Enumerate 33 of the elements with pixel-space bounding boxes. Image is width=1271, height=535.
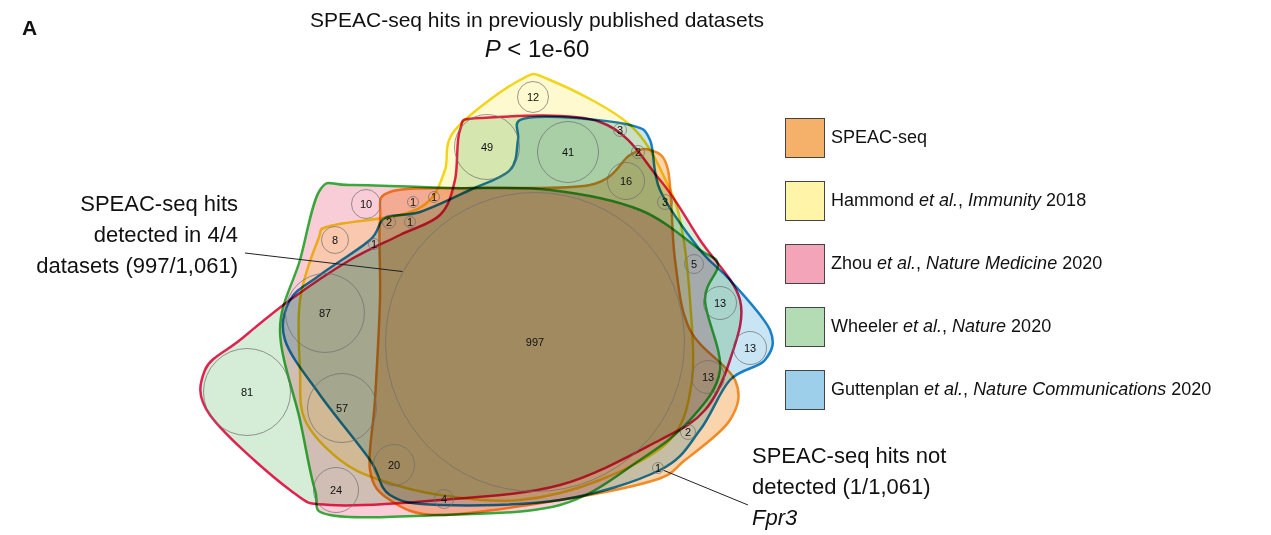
count-label: 13: [713, 297, 727, 309]
callout-text: SPEAC-seq hits detected in 4/4 datasets (997/1,061): [35, 190, 238, 280]
leader-line: [244, 252, 404, 273]
count-label: 2: [684, 426, 692, 438]
count-label: 12: [526, 91, 540, 103]
legend-label: Hammond et al., Immunity 2018: [831, 190, 1087, 211]
legend-label: SPEAC-seq: [831, 127, 928, 148]
p-value: P < 1e-60: [483, 35, 591, 63]
count-label: 5: [690, 258, 698, 270]
count-label: 10: [359, 198, 373, 210]
count-label: 16: [619, 175, 633, 187]
legend-label: Zhou et al., Nature Medicine 2020: [831, 253, 1103, 274]
count-label: 57: [335, 402, 349, 414]
leader-line: [663, 469, 749, 506]
count-label: 87: [318, 307, 332, 319]
count-label: 13: [743, 342, 757, 354]
count-label: 13: [701, 371, 715, 383]
gene-name: Fpr3: [752, 504, 799, 532]
count-label: 81: [240, 386, 254, 398]
panel-letter: A: [22, 16, 38, 40]
count-label: 2: [634, 146, 642, 158]
legend-label: Guttenplan et al., Nature Communications 2020: [831, 379, 1212, 400]
count-label: 8: [331, 234, 339, 246]
count-label: 2: [385, 216, 393, 228]
chart-title: SPEAC-seq hits in previously published datasets: [308, 8, 766, 32]
count-label: 1: [370, 238, 378, 250]
count-label: 997: [525, 336, 545, 348]
legend-label: Wheeler et al., Nature 2020: [831, 316, 1052, 337]
count-label: 41: [561, 146, 575, 158]
count-label: 24: [329, 484, 343, 496]
count-label: 49: [480, 141, 494, 153]
count-label: 20: [387, 459, 401, 471]
callout-text: SPEAC-seq hits not detected (1/1,061): [752, 442, 948, 501]
